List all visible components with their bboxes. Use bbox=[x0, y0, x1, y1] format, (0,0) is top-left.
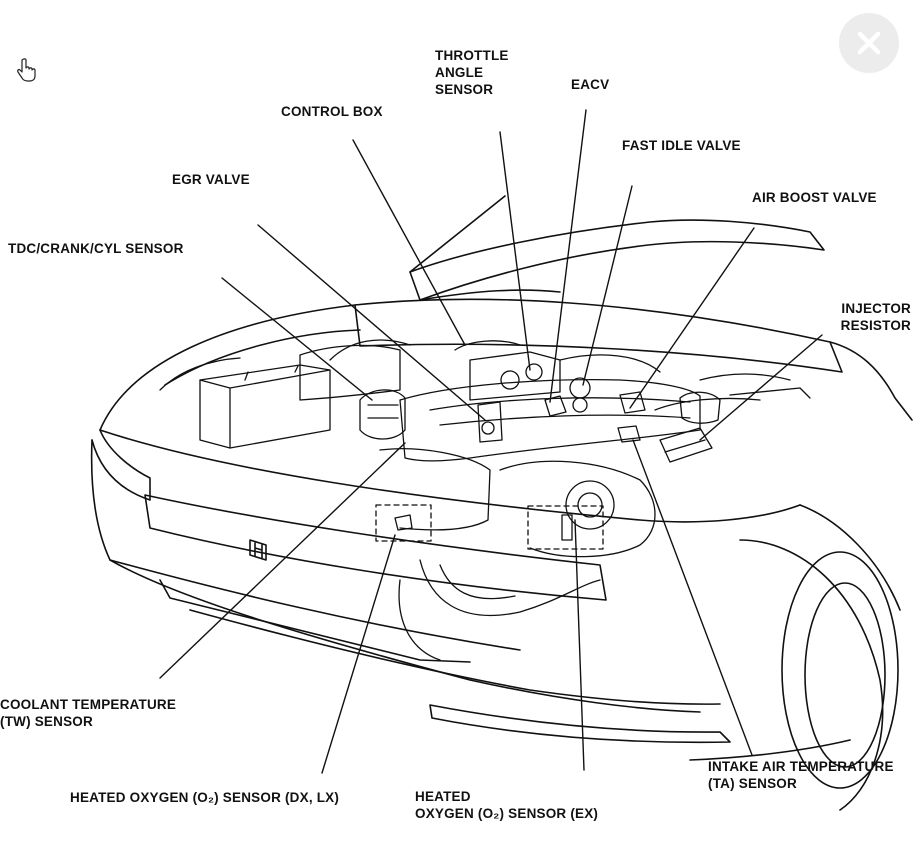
engine-components bbox=[159, 339, 811, 661]
hand-pointer-icon bbox=[17, 58, 36, 82]
label-fast-idle-valve: FAST IDLE VALVE bbox=[622, 138, 741, 153]
label-throttle-angle-sensor: THROTTLE ANGLE SENSOR bbox=[435, 48, 509, 97]
label-intake-air-temperature-sensor: INTAKE AIR TEMPERATURE (TA) SENSOR bbox=[708, 759, 894, 791]
close-button[interactable] bbox=[839, 13, 899, 73]
label-control-box: CONTROL BOX bbox=[281, 104, 383, 119]
label-tdc-crank-cyl-sensor: TDC/CRANK/CYL SENSOR bbox=[8, 241, 184, 256]
close-icon bbox=[857, 31, 881, 55]
label-heated-oxygen-sensor-dx-lx: HEATED OXYGEN (O₂) SENSOR (DX, LX) bbox=[70, 790, 340, 805]
label-eacv: EACV bbox=[571, 77, 610, 92]
car-body-outline bbox=[90, 195, 913, 811]
label-egr-valve: EGR VALVE bbox=[172, 172, 250, 187]
label-injector-resistor: INJECTOR RESISTOR bbox=[840, 301, 911, 333]
label-heated-oxygen-sensor-ex: HEATED OXYGEN (O₂) SENSOR (EX) bbox=[415, 789, 599, 821]
label-air-boost-valve: AIR BOOST VALVE bbox=[752, 190, 877, 205]
label-coolant-temperature-sensor: COOLANT TEMPERATURE (TW) SENSOR bbox=[0, 697, 177, 729]
leader-lines bbox=[159, 109, 823, 774]
